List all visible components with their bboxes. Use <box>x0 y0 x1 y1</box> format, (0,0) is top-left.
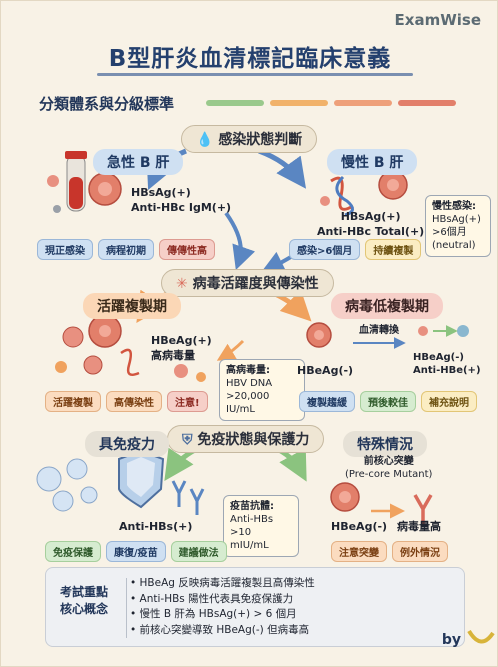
seroconversion-label: 血清轉換 <box>359 325 399 336</box>
active-marker-hbeag: HBeAg(+) <box>151 334 212 347</box>
key-point: • HBeAg 反映病毒活躍複製且高傳染性 <box>130 577 315 589</box>
low-replication-label: 病毒低複製期 <box>331 293 443 319</box>
active-tags: 活躍複製 高傳染性 注意! <box>45 391 208 412</box>
tag-high-infectivity: 傳傳性高 <box>159 239 215 260</box>
special-tags: 注意突變 例外情況 <box>331 541 448 562</box>
seroconversion-result: HBeAg(-) Anti-HBe(+) <box>413 351 481 377</box>
key-point: • 前核心突變導致 HBeAg(-) 但病毒高 <box>130 623 310 636</box>
brand-logo: ExamWise <box>394 11 481 29</box>
chronic-marker-hbsag: HBsAg(+) <box>340 210 401 223</box>
conv-line-hbeag: HBeAg(-) <box>413 352 464 363</box>
tag-slowing-replication: 複製趨緩 <box>299 391 355 412</box>
severity-gradient <box>206 100 456 106</box>
immunity-heading: ⛨ 免疫狀態與保護力 <box>167 425 325 453</box>
arrow-chronic <box>258 148 307 189</box>
key-points-label-line-2: 核心概念 <box>60 602 109 616</box>
infection-status-heading: 💧 感染狀態判斷 <box>181 125 318 153</box>
chronic-tags: 感染>6個月 持續複製 <box>289 239 422 260</box>
viral-load-note-line-2: >20,000 IU/mL <box>226 391 270 415</box>
tag-recommendation: 建議做法 <box>170 541 227 562</box>
tag-over-six-months: 感染>6個月 <box>289 239 361 260</box>
vaccine-note-line-1: Anti-HBs <box>230 514 274 525</box>
viral-load-note: 高病毒量: HBV DNA >20,000 IU/mL <box>219 359 305 421</box>
page-title: B型肝炎血清標記臨床意義 <box>108 46 392 72</box>
acute-marker-antihbc-igm: Anti-HBc IgM(+) <box>131 201 232 214</box>
acute-markers: HBsAg(+) Anti-HBc IgM(+) <box>123 185 231 215</box>
special-marker-hbeag-negative: HBeAg(-) <box>331 520 388 533</box>
chronic-note-title: 慢性感染: <box>432 201 476 212</box>
tag-current-infection: 現正感染 <box>37 239 93 260</box>
title-underline <box>97 73 413 76</box>
tag-watch-mutation: 注意突變 <box>331 541 387 562</box>
tag-supplementary: 補充說明 <box>421 391 477 412</box>
precore-mutant-label: 前核心突變 (Pre-core Mutant) <box>345 455 432 481</box>
chronic-marker-antihbc-total: Anti-HBc Total(+) <box>317 225 425 238</box>
arrow-mid <box>216 339 245 361</box>
acute-hepatitis-label: 急性 B 肝 <box>93 149 184 175</box>
viral-load-note-title: 高病毒量: <box>226 365 270 376</box>
key-points-list: • HBeAg 反映病毒活躍複製且高傳染性 • Anti-HBs 陽性代表具免疫… <box>130 576 315 638</box>
tag-persistent-replication: 持續複製 <box>365 239 422 260</box>
chronic-note-line-3: (neutral) <box>432 240 476 251</box>
arrow-to-activity <box>224 211 256 271</box>
chronic-markers: HBsAg(+) Anti-HBc Total(+) <box>317 209 424 239</box>
chronic-note-line-1: HBsAg(+) <box>432 214 481 225</box>
key-points-label: 考試重點 核心概念 <box>60 584 108 618</box>
chronic-hepatitis-label: 慢性 B 肝 <box>327 149 418 175</box>
acute-marker-hbsag: HBsAg(+) <box>131 186 191 199</box>
special-high-viral-load: 病毒量高 <box>397 520 441 533</box>
immune-tags: 免疫保護 康復/疫苗 建議做法 <box>45 541 227 562</box>
chronic-note: 慢性感染: HBsAg(+) >6個月 (neutral) <box>425 195 491 257</box>
tag-recovery-vaccine: 康復/疫苗 <box>106 541 166 562</box>
vaccine-antibody-note: 疫苗抗體: Anti-HBs >10 mIU/mL <box>223 495 299 557</box>
active-markers: HBeAg(+) 高病毒量 <box>151 333 212 363</box>
tag-active-replication: 活躍複製 <box>45 391 101 412</box>
activity-heading: ✳ 病毒活躍度與傳染性 <box>161 269 334 297</box>
key-points-label-line-1: 考試重點 <box>60 585 109 599</box>
section-subtitle: 分類體系與分級標準 <box>39 95 175 113</box>
immune-marker-antihbs: Anti-HBs(+) <box>119 520 193 533</box>
banana-icon <box>467 629 495 644</box>
exam-key-points-box: 考試重點 核心概念 • HBeAg 反映病毒活躍複製且高傳染性 • Anti-H… <box>45 567 465 647</box>
vaccine-note-title: 疫苗抗體: <box>230 501 274 512</box>
precore-mutant-en: (Pre-core Mutant) <box>345 469 433 480</box>
footer-by: by <box>441 632 461 648</box>
tag-better-prognosis: 預後較佳 <box>360 391 416 412</box>
chronic-note-line-2: >6個月 <box>432 227 467 238</box>
vaccine-note-line-2: >10 mIU/mL <box>230 527 269 551</box>
key-points-divider <box>126 578 127 638</box>
tag-caution: 注意! <box>167 391 208 412</box>
low-marker-hbeag-negative: HBeAg(-) <box>297 364 354 377</box>
tag-early-stage: 病程初期 <box>98 239 154 260</box>
virus-icon: ✳ <box>176 276 188 292</box>
active-marker-high-load: 高病毒量 <box>151 349 195 362</box>
low-tags: 複製趨緩 預後較佳 補充說明 <box>299 391 477 412</box>
tag-high-contagious: 高傳染性 <box>106 391 162 412</box>
tag-exception: 例外情況 <box>392 541 448 562</box>
acute-tags: 現正感染 病程初期 傳傳性高 <box>37 239 215 260</box>
key-point: • 慢性 B 肝為 HBsAg(+) > 6 個月 <box>130 608 297 620</box>
viral-load-note-line-1: HBV DNA <box>226 378 273 389</box>
immune-label: 具免疫力 <box>85 431 169 457</box>
precore-mutant-zh: 前核心突變 <box>363 456 414 467</box>
special-case-label: 特殊情況 <box>343 431 427 457</box>
active-replication-label: 活躍複製期 <box>83 293 181 319</box>
blood-drop-icon: 💧 <box>196 132 214 148</box>
conv-line-antihbe: Anti-HBe(+) <box>413 365 481 376</box>
tag-immune-protection: 免疫保護 <box>45 541 101 562</box>
antibody-1 <box>171 480 187 507</box>
shield-heading-icon: ⛨ <box>182 432 193 448</box>
antibody-special <box>413 494 433 527</box>
key-point: • Anti-HBs 陽性代表具免疫保護力 <box>130 592 294 605</box>
